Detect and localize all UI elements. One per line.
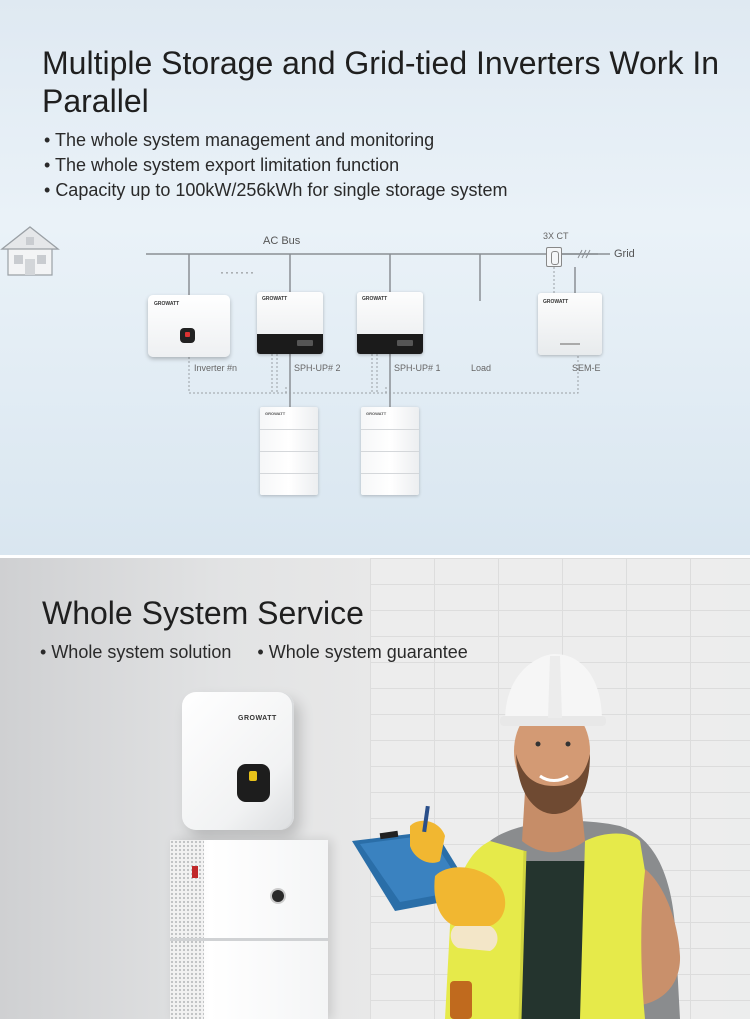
sem-e-label: SEM-E — [572, 363, 601, 373]
inverter-display-icon — [180, 328, 195, 343]
wiring-lines — [146, 249, 610, 407]
ct-label: 3X CT — [543, 231, 569, 241]
smart-energy-manager-icon: GROWATT — [538, 293, 602, 355]
inverter-n-label: Inverter #n — [194, 363, 238, 373]
service-item: Whole system guarantee — [257, 640, 468, 664]
technician-image — [352, 654, 681, 1019]
house-load-icon — [0, 226, 60, 276]
section-divider — [0, 555, 750, 558]
brand-logo: GROWATT — [238, 715, 277, 722]
sph-up-2-label: SPH-UP# 2 — [294, 363, 341, 373]
more-inverters-ellipsis: ······· — [220, 265, 255, 279]
brand-logo: GROWATT — [154, 301, 180, 307]
feature-item: Capacity up to 100kW/256kWh for single s… — [44, 178, 507, 203]
storage-inverter-2-icon: GROWATT — [257, 292, 323, 354]
system-diagram: AC Bus 3X CT Grid ······· GROWATT GROWAT… — [0, 225, 750, 505]
parallel-system-section: Multiple Storage and Grid-tied Inverters… — [0, 0, 750, 555]
brand-logo: GROWATT — [265, 411, 286, 416]
feature-list: The whole system management and monitori… — [44, 128, 508, 203]
section-title: Multiple Storage and Grid-tied Inverters… — [42, 45, 720, 119]
wall-inverter-image: GROWATT — [182, 692, 294, 830]
grid-label: Grid — [614, 248, 635, 260]
battery-stack-1-icon: GROWATT — [361, 407, 419, 495]
brand-logo: GROWATT — [543, 299, 569, 305]
brand-logo: GROWATT — [362, 296, 388, 302]
current-transformer-icon — [546, 247, 562, 267]
battery-stack-2-icon: GROWATT — [260, 407, 318, 495]
service-item: Whole system solution — [40, 640, 231, 664]
grid-tied-inverter-icon: GROWATT — [148, 295, 230, 357]
ac-bus-label: AC Bus — [263, 235, 301, 247]
service-list: Whole system solution Whole system guara… — [40, 640, 468, 664]
vent-grille — [170, 840, 204, 1019]
brand-logo: GROWATT — [366, 411, 387, 416]
load-label: Load — [471, 363, 492, 373]
terminal-icon — [192, 866, 198, 878]
inverter-display-icon — [237, 764, 270, 802]
brand-logo: GROWATT — [262, 296, 288, 302]
section-title: Whole System Service — [42, 595, 364, 631]
sph-up-1-label: SPH-UP# 1 — [394, 363, 441, 373]
storage-inverter-1-icon: GROWATT — [357, 292, 423, 354]
power-button-icon — [272, 890, 284, 902]
service-section: Whole System Service Whole system soluti… — [0, 558, 750, 1019]
feature-item: The whole system management and monitori… — [44, 128, 508, 153]
feature-item: The whole system export limitation funct… — [44, 153, 508, 178]
battery-cabinet-image — [170, 840, 328, 1019]
